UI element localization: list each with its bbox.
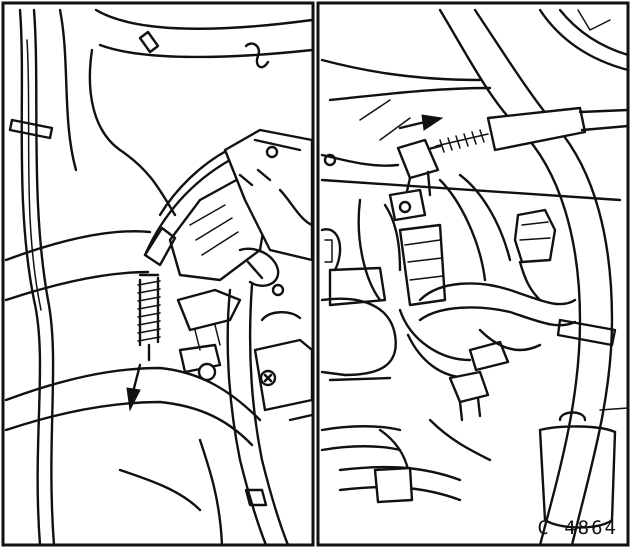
- left-carb-body: [223, 128, 314, 262]
- arrow-right-icon: [398, 114, 444, 131]
- right-hose-bundle: [398, 282, 577, 380]
- left-cable-curve: [88, 48, 177, 217]
- right-carb-body: [357, 173, 512, 307]
- right-panel-border: [316, 1, 630, 547]
- right-filler-cap: [513, 208, 557, 302]
- right-hose-clamp: [556, 318, 617, 347]
- right-large-hose: [438, 8, 630, 547]
- right-panel: [316, 1, 630, 547]
- arrow-down-icon: [126, 363, 142, 412]
- left-engine-lower: [118, 413, 314, 547]
- left-vertical-hose: [226, 283, 290, 547]
- left-panel-border: [1, 1, 315, 547]
- left-panel: [1, 1, 315, 547]
- right-canister: [538, 407, 629, 529]
- left-wiring-harness: [8, 8, 78, 547]
- left-hose-clamp: [238, 247, 285, 297]
- right-connector: [428, 370, 492, 462]
- right-cable-bracket: [320, 138, 440, 222]
- figure-code: C 4864: [537, 517, 618, 539]
- right-vacuum-unit: [320, 228, 397, 382]
- left-bracket: [253, 311, 314, 412]
- right-lower-pipes: [320, 425, 462, 504]
- left-return-spring: [137, 273, 161, 362]
- right-body-panel: [320, 58, 622, 202]
- left-body-panel: [94, 8, 314, 69]
- left-linkage-lever: [176, 288, 242, 382]
- right-throttle-cable: [423, 106, 630, 153]
- left-large-hose: [4, 230, 262, 447]
